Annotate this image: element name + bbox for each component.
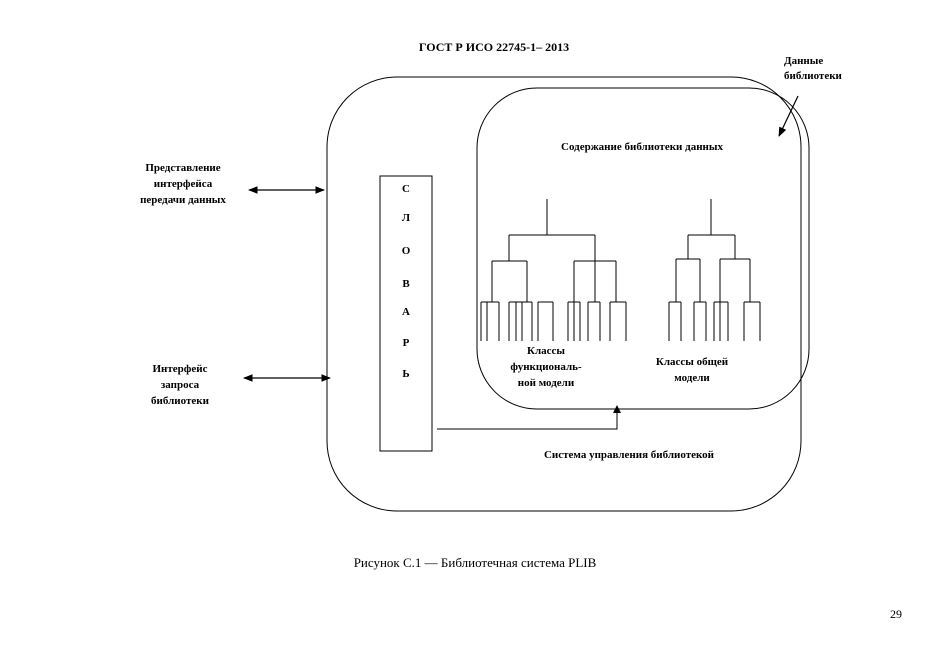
functional-model-tree [480,199,627,341]
svg-text:Л: Л [402,212,411,224]
svg-text:интерфейса: интерфейса [154,178,213,190]
svg-text:функциональ-: функциональ- [510,361,582,373]
library-data-box [476,87,810,410]
figure-caption: Рисунок С.1 — Библиотечная система PLIB [354,555,597,570]
svg-text:Ь: Ь [402,368,409,380]
general-model-tree [668,199,761,341]
dictionary-letters: С Л О В А Р Ь [402,183,411,380]
query-interface-label: Интерфейс запроса библиотеки [151,363,210,407]
content-title: Содержание библиотеки данных [561,141,723,153]
library-system-box [326,76,802,512]
svg-text:модели: модели [674,372,710,384]
library-data-arrow [778,95,799,137]
svg-text:передачи данных: передачи данных [140,194,226,206]
svg-text:Р: Р [403,337,410,349]
standard-header: ГОСТ Р ИСО 22745-1– 2013 [419,40,569,54]
transfer-interface-label: Представление интерфейса передачи данных [140,162,226,206]
general-classes-label: Классы общей модели [656,356,729,384]
dictionary-box [379,175,433,452]
svg-text:ной модели: ной модели [518,377,575,389]
dictionary-connector-arrow [437,409,618,430]
svg-text:А: А [402,306,410,318]
library-data-label-line2: библиотеки [784,70,843,82]
svg-text:Представление: Представление [145,162,220,174]
library-data-label-line1: Данные [784,55,823,67]
svg-text:Классы общей: Классы общей [656,356,729,368]
svg-text:В: В [402,278,410,290]
svg-text:Классы: Классы [527,345,565,357]
page-number: 29 [890,607,902,621]
svg-text:запроса: запроса [161,379,200,391]
svg-text:С: С [402,183,410,195]
svg-text:О: О [402,245,411,257]
functional-classes-label: Классы функциональ- ной модели [510,345,582,389]
svg-text:Интерфейс: Интерфейс [152,363,207,375]
management-system-label: Система управления библиотекой [544,449,715,461]
svg-text:библиотеки: библиотеки [151,395,210,407]
